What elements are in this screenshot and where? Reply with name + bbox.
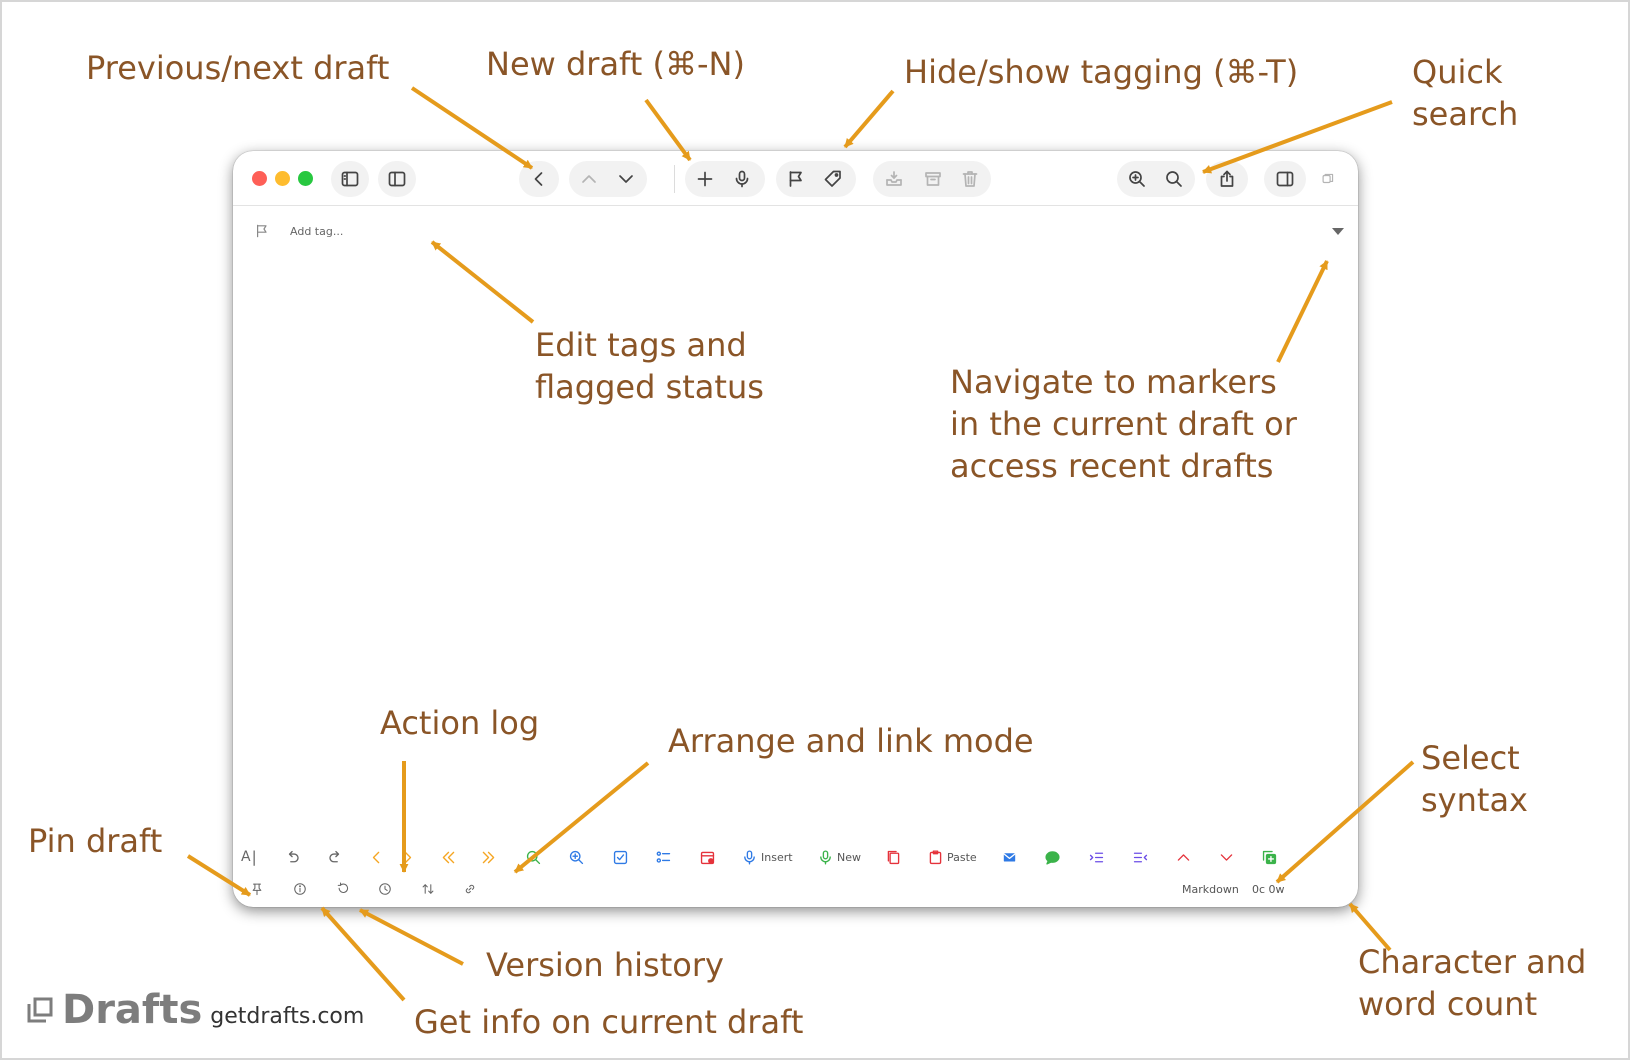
calendar-icon[interactable] <box>699 846 716 868</box>
label-new-draft: New draft (⌘-N) <box>486 45 745 83</box>
mail-icon[interactable] <box>1001 846 1018 868</box>
zoom-in-icon[interactable] <box>1121 163 1153 195</box>
sidebar-icon[interactable] <box>334 163 366 195</box>
arrow-new-draft <box>644 98 692 162</box>
panel-pill <box>1264 161 1306 197</box>
label-navigate-markers: Navigate to markers in the current draft… <box>950 363 1297 485</box>
inbox-icon[interactable] <box>878 163 910 195</box>
checkbox-icon[interactable] <box>612 846 629 868</box>
new-dictation-button[interactable]: New <box>817 846 861 868</box>
chevron-left-icon[interactable] <box>523 163 555 195</box>
markers-dropdown-icon[interactable] <box>1332 228 1344 235</box>
action-log-icon[interactable] <box>375 879 395 899</box>
brand: Drafts getdrafts.com <box>26 990 364 1030</box>
mic-icon[interactable] <box>726 163 758 195</box>
arrow-get-info <box>320 906 406 1002</box>
minimize-button[interactable] <box>275 171 290 186</box>
link-mode-icon[interactable] <box>460 879 480 899</box>
brand-site[interactable]: getdrafts.com <box>210 1004 365 1029</box>
window-icon[interactable] <box>1312 163 1344 195</box>
info-icon[interactable] <box>290 879 310 899</box>
label-edit-tags: Edit tags and flagged status <box>535 326 764 406</box>
flag-status-icon[interactable] <box>254 223 270 243</box>
move-up-icon[interactable] <box>1175 846 1192 868</box>
plus-icon[interactable] <box>689 163 721 195</box>
version-history-icon[interactable] <box>333 879 353 899</box>
label-version-history: Version history <box>486 946 724 984</box>
label-arrange-link: Arrange and link mode <box>668 722 1034 760</box>
drafts-logo-icon <box>27 997 53 1023</box>
indent-icon[interactable] <box>1088 846 1105 868</box>
undo-icon[interactable] <box>284 846 301 868</box>
flag-icon[interactable] <box>780 163 812 195</box>
syntax-selector[interactable]: Markdown <box>1182 883 1239 896</box>
add-tag-field[interactable]: Add tag... <box>290 225 344 238</box>
label-action-log: Action log <box>380 704 540 742</box>
pin-icon[interactable] <box>247 879 267 899</box>
insert-dictation-button[interactable]: Insert <box>741 846 793 868</box>
arrow-pin <box>186 854 252 897</box>
label-quick-search: Quick search <box>1412 53 1519 133</box>
inspector-icon[interactable] <box>381 163 413 195</box>
arrow-version-history <box>359 908 464 966</box>
zoom-find-icon[interactable] <box>568 846 585 868</box>
panel-icon[interactable] <box>1269 163 1301 195</box>
task-list-icon[interactable] <box>655 846 672 868</box>
label-prev-next: Previous/next draft <box>86 49 390 87</box>
arrow-arrange <box>513 761 650 874</box>
arrow-tagging <box>843 89 895 149</box>
brand-name: Drafts <box>62 987 203 1033</box>
cursor-right-icon[interactable] <box>399 846 416 868</box>
redo-icon[interactable] <box>327 846 344 868</box>
chevron-down-icon[interactable] <box>610 163 642 195</box>
label-pin-draft: Pin draft <box>28 822 163 860</box>
outdent-icon[interactable] <box>1132 846 1149 868</box>
chevron-up-icon[interactable] <box>573 163 605 195</box>
paste-button[interactable]: Paste <box>927 846 977 868</box>
action-add-icon[interactable] <box>1261 846 1278 868</box>
arrow-select-syntax <box>1275 760 1415 884</box>
new-label: New <box>837 850 861 864</box>
arrow-quick-search <box>1202 100 1393 174</box>
inspector-pill <box>378 161 416 197</box>
zoom-button[interactable] <box>298 171 313 186</box>
line-start-icon[interactable] <box>440 846 457 868</box>
message-icon[interactable] <box>1044 846 1061 868</box>
tagging-pill <box>776 161 856 197</box>
tag-icon[interactable] <box>817 163 849 195</box>
sidebar-pill <box>331 161 369 197</box>
paste-label: Paste <box>947 850 977 864</box>
close-button[interactable] <box>252 171 267 186</box>
search-icon[interactable] <box>1158 163 1190 195</box>
char-word-count[interactable]: 0c 0w <box>1252 883 1285 896</box>
copy-icon[interactable] <box>885 846 902 868</box>
label-select-syntax: Select syntax <box>1421 739 1528 819</box>
arrow-char-count <box>1348 902 1392 952</box>
arrow-prev-next <box>410 86 534 170</box>
label-hide-tagging: Hide/show tagging (⌘-T) <box>904 53 1299 91</box>
arrange-icon[interactable] <box>418 879 438 899</box>
toolbar-separator <box>674 165 675 193</box>
label-get-info: Get info on current draft <box>414 1003 804 1041</box>
line-end-icon[interactable] <box>480 846 497 868</box>
share-icon[interactable] <box>1211 163 1243 195</box>
move-down-icon[interactable] <box>1218 846 1235 868</box>
trash-icon[interactable] <box>954 163 986 195</box>
toolbar <box>233 151 1358 206</box>
archive-icon[interactable] <box>917 163 949 195</box>
arrow-edit-tags <box>430 240 535 324</box>
text-format-icon[interactable]: A| <box>241 848 257 866</box>
insert-label: Insert <box>761 850 793 864</box>
label-char-word-count: Character and word count <box>1358 943 1587 1023</box>
cursor-left-icon[interactable] <box>368 846 385 868</box>
arrow-markers <box>1276 260 1329 363</box>
prev-next-pill <box>569 161 647 197</box>
drafts-window: Add tag... A| Insert New Paste Markdown … <box>233 151 1358 907</box>
